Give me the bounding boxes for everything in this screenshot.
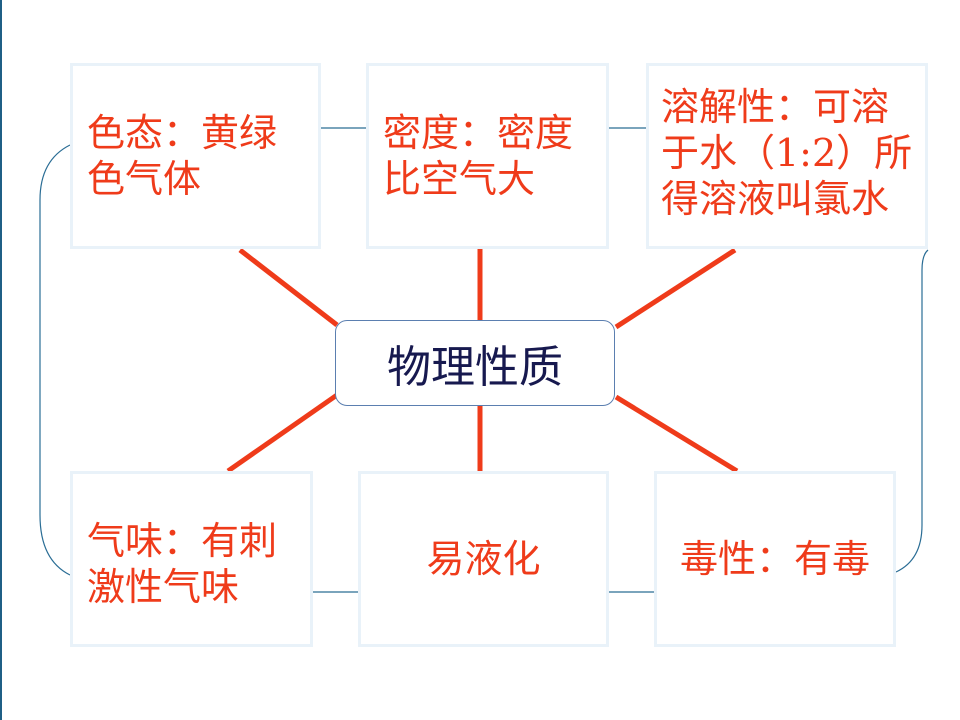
property-line: 溶解性：可溶 (661, 85, 890, 129)
property-box-solubility: 溶解性：可溶 于水（1:2）所 得溶液叫氯水 (646, 63, 928, 249)
property-line: 色态：黄绿 (87, 111, 278, 155)
left-edge-bar (0, 0, 2, 720)
property-box-color: 色态：黄绿 色气体 (70, 63, 321, 249)
property-line: 激性气味 (87, 565, 240, 609)
property-line: 易液化 (426, 537, 541, 581)
property-line: 得溶液叫氯水 (661, 177, 890, 221)
outer-loop-left (39, 144, 71, 576)
spoke-color (238, 248, 339, 327)
spoke-solubility (614, 247, 737, 330)
center-label: 物理性质 (387, 342, 563, 393)
property-line: 比空气大 (383, 157, 536, 201)
outer-loop-right (895, 249, 929, 573)
property-line: 色气体 (87, 157, 202, 201)
spoke-toxicity (614, 394, 739, 474)
center-node: 物理性质 (335, 320, 615, 406)
spoke-odor (226, 392, 339, 474)
property-line: 毒性：有毒 (679, 537, 870, 581)
property-box-density: 密度：密度 比空气大 (366, 63, 609, 249)
property-box-odor: 气味：有刺 激性气味 (70, 471, 313, 647)
property-line: 密度：密度 (383, 111, 574, 155)
property-line: 气味：有刺 (87, 519, 278, 563)
property-line: 于水（1:2）所 (661, 131, 913, 175)
property-box-liquefy: 易液化 (358, 471, 609, 647)
property-box-toxicity: 毒性：有毒 (654, 471, 896, 647)
